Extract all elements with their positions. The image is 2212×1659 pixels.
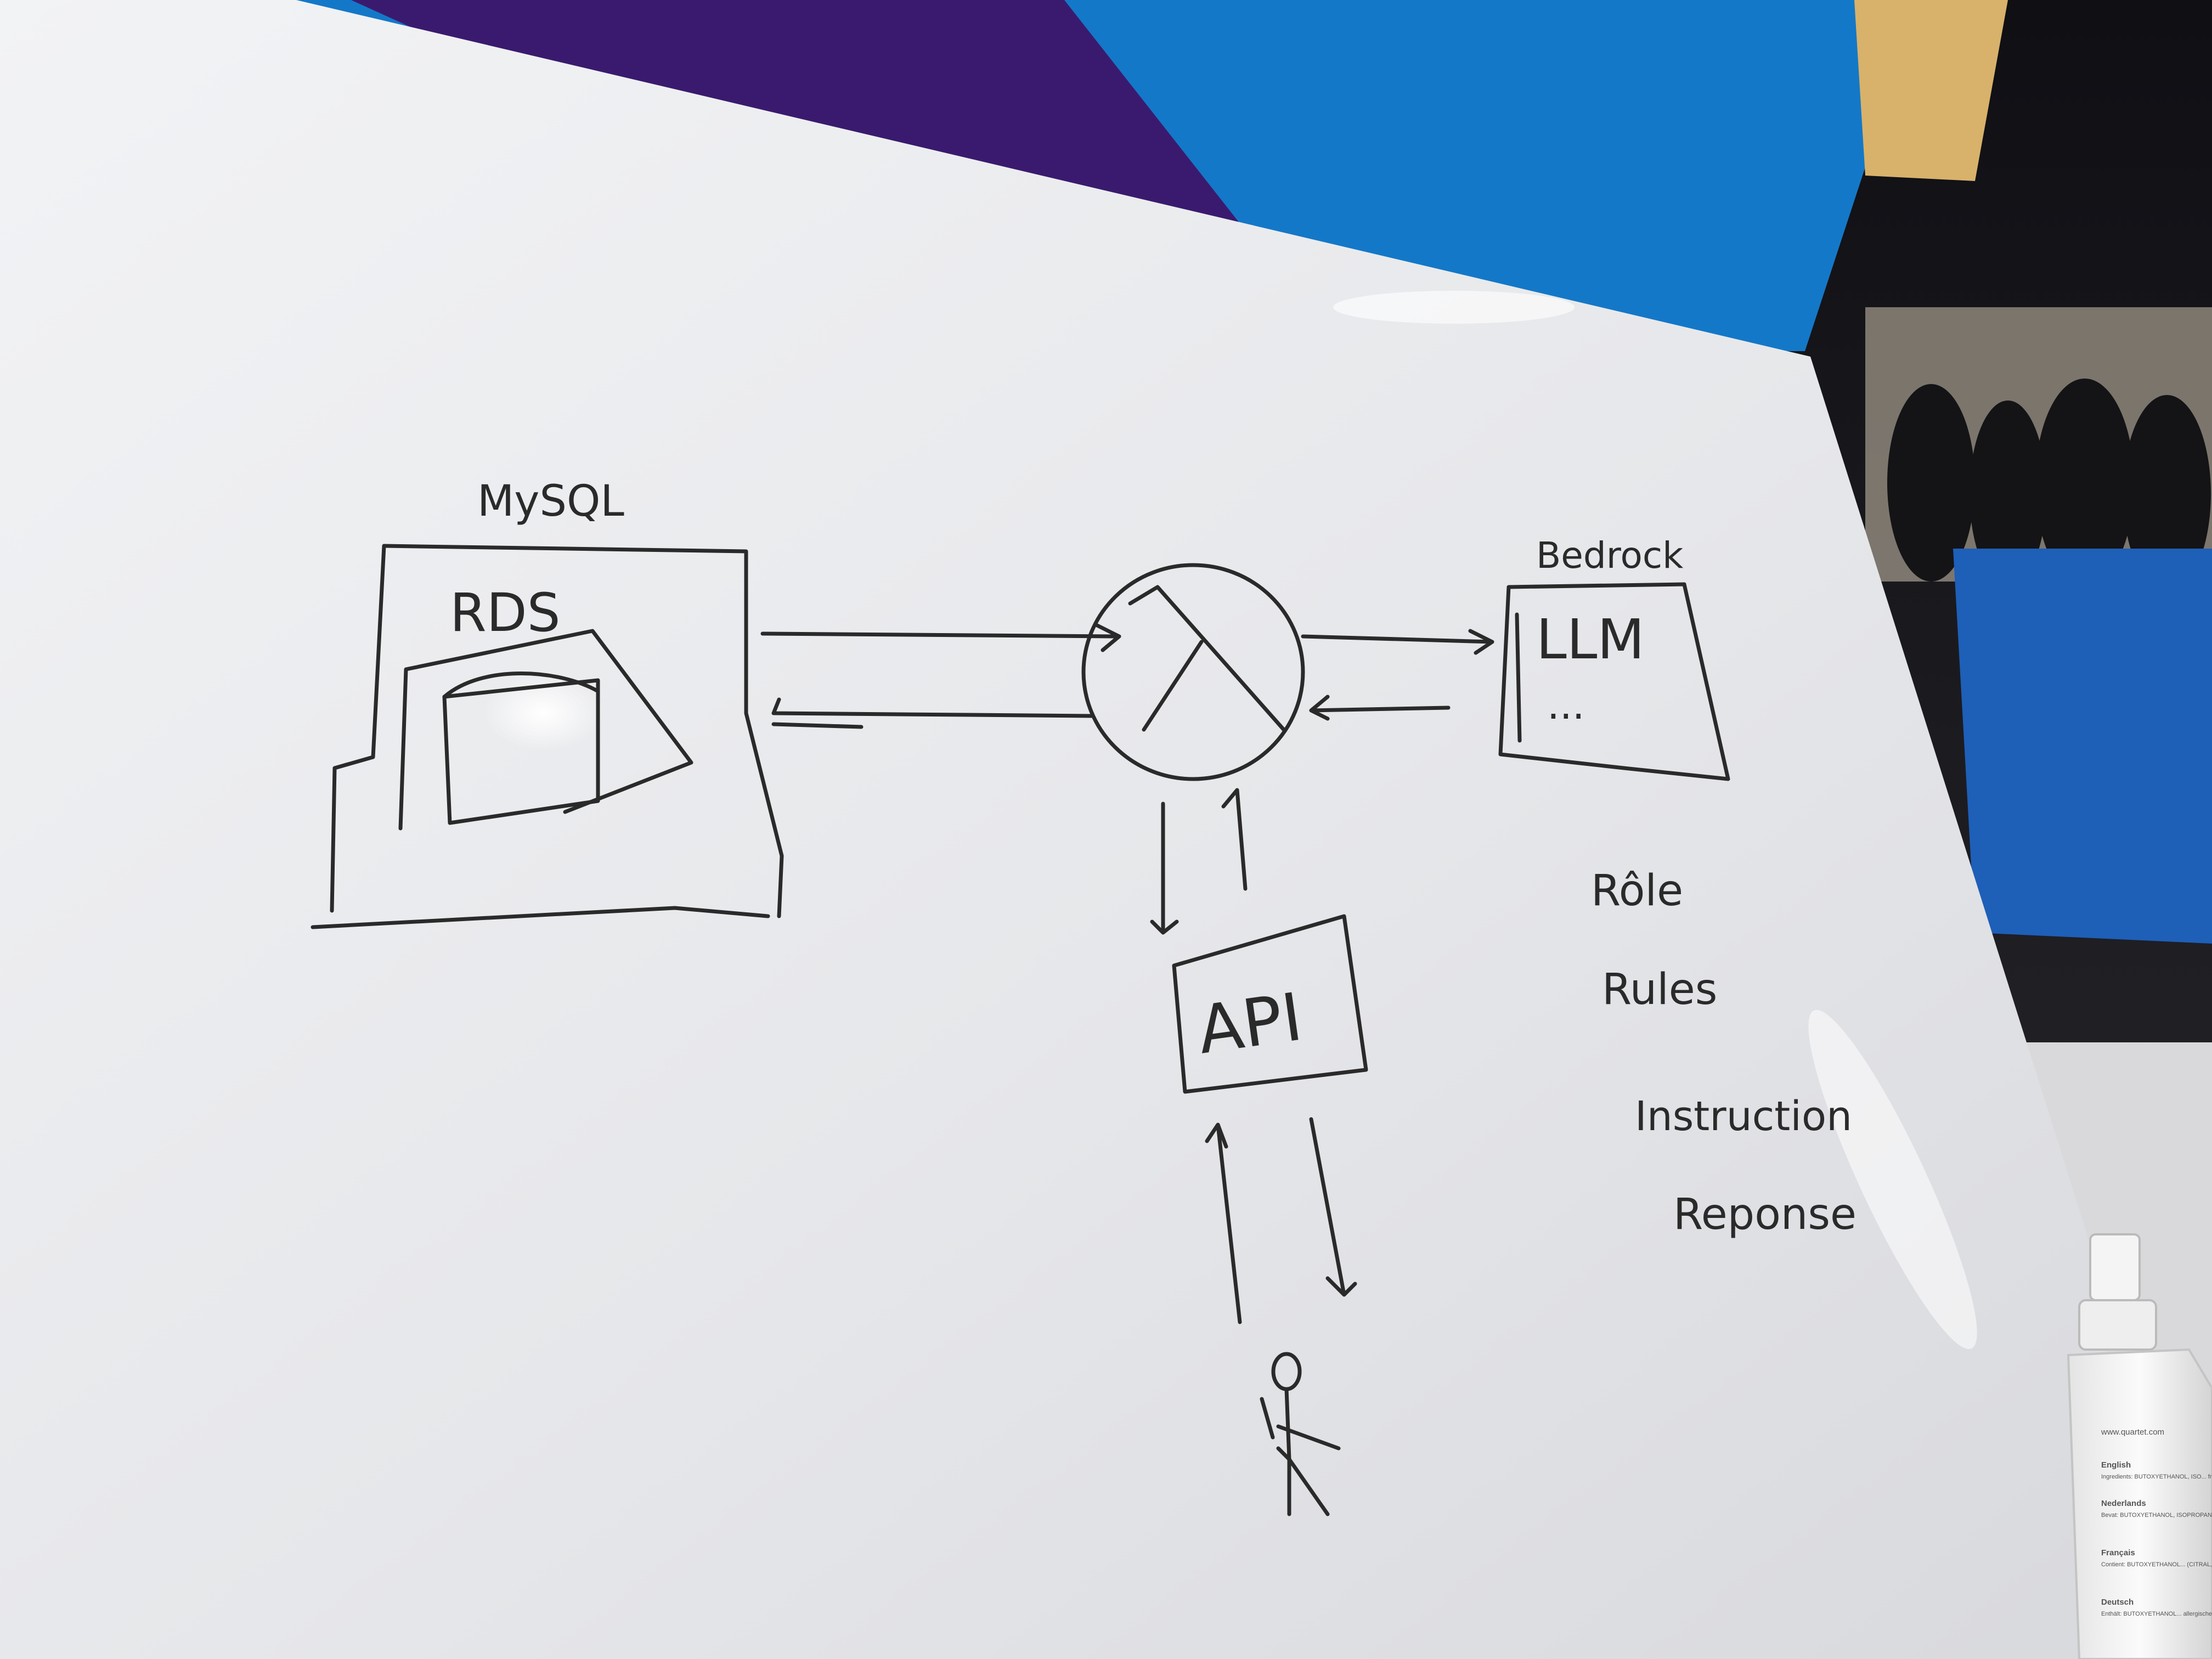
blue-booth-panel — [1953, 549, 2212, 944]
arrow-lambda-to-rds — [771, 697, 1094, 729]
arrow-rds-to-lambda — [760, 623, 1121, 652]
board-glare-top — [1333, 291, 1575, 324]
note-instruction: Instruction — [1635, 1093, 1852, 1140]
bottle-de-text: Enthält: BUTOXYETHANOL... allergische Re… — [2101, 1611, 2212, 1617]
bottle-nl-text: Bevat: BUTOXYETHANOL, ISOPROPANOL... (CI… — [2101, 1512, 2212, 1519]
board-glare-right — [1808, 1009, 1977, 1350]
spray-bottle: www.quartet.com English Ingredients: BUT… — [2067, 1233, 2212, 1659]
board-frame-top — [1854, 0, 2008, 181]
board-glare — [483, 675, 603, 752]
lambda-circle — [1081, 563, 1305, 781]
note-role: Rôle — [1591, 866, 1683, 916]
mysql-box-left — [330, 544, 386, 913]
lambda-symbol — [1128, 585, 1286, 732]
spray-nozzle — [2089, 1233, 2141, 1301]
bottle-english-heading: English — [2101, 1460, 2131, 1470]
bedrock-label: Bedrock — [1536, 534, 1684, 577]
note-rules: Rules — [1602, 965, 1717, 1014]
crowd-silhouettes — [1887, 379, 2211, 592]
bottle-nl-heading: Nederlands — [2101, 1499, 2146, 1508]
llm-label: LLM — [1536, 607, 1645, 672]
bottle-url: www.quartet.com — [2101, 1427, 2164, 1437]
spray-cap — [2078, 1299, 2157, 1351]
mysql-label: MySQL — [477, 477, 624, 526]
rds-inner-box — [442, 678, 600, 825]
arrow-user-to-api — [1205, 1122, 1242, 1324]
rds-label: RDS — [450, 582, 561, 644]
bottle-english-text: Ingredients: BUTOXYETHANOL, ISO... fragr… — [2101, 1474, 2212, 1480]
llm-box — [1498, 582, 1730, 781]
rds-cylinder-top — [442, 672, 600, 699]
arrow-api-to-user — [1309, 1117, 1357, 1297]
arrow-lambda-to-llm — [1301, 629, 1494, 655]
note-reponse: Reponse — [1673, 1190, 1857, 1239]
api-box — [1172, 914, 1368, 1094]
mysql-box — [382, 544, 784, 918]
llm-ellipsis: ... — [1547, 682, 1585, 728]
arrow-api-to-lambda — [1221, 788, 1248, 891]
llm-box-inner-left — [1515, 612, 1522, 743]
rds-inner-shape — [398, 629, 693, 831]
whiteboard-surface — [0, 0, 2140, 1659]
bottle-de-heading: Deutsch — [2101, 1598, 2134, 1607]
arrow-lambda-to-api — [1150, 802, 1179, 935]
bottle-fr-text: Contient: BUTOXYETHANOL... (CITRAL, LINA… — [2101, 1561, 2212, 1568]
mysql-box-bottom — [311, 906, 770, 929]
api-label: API — [1193, 979, 1307, 1069]
bottle-fr-heading: Français — [2101, 1548, 2135, 1558]
user-stick-figure — [1260, 1352, 1341, 1516]
bottle-body — [2067, 1348, 2212, 1659]
arrow-llm-to-lambda — [1309, 695, 1451, 721]
